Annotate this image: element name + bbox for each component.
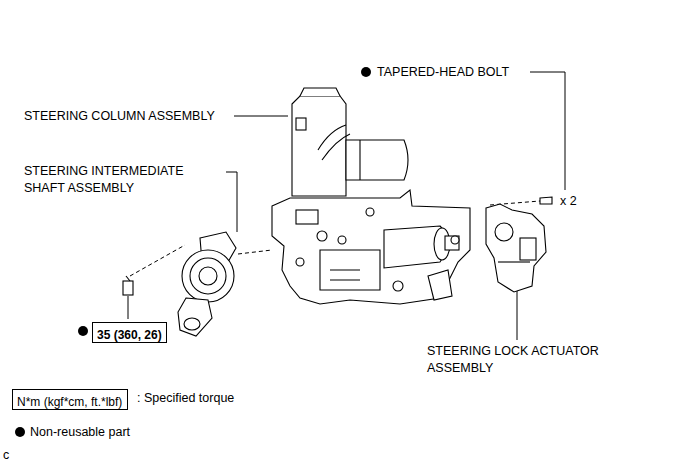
box-text: N*m (kgf*cm, ft.*lbf) <box>17 395 122 410</box>
part-label: STEERING COLUMN ASSEMBLY <box>24 108 215 125</box>
legend-note: : Specified torque <box>137 390 234 407</box>
legend-text: Non-reusable part <box>30 425 130 439</box>
steering-column-figure <box>272 88 470 304</box>
legend-entry: Non-reusable part <box>30 424 130 441</box>
unit-box: N*m (kgf*cm, ft.*lbf) <box>12 389 128 410</box>
legend-dot <box>15 427 25 437</box>
callout-label: TAPERED-HEAD BOLT <box>377 64 509 81</box>
quantity-label: x 2 <box>560 193 577 210</box>
figure-code: c <box>3 447 9 464</box>
box-text: 35 (360, 26) <box>97 328 162 343</box>
torque-box: 35 (360, 26) <box>92 322 167 343</box>
non-reusable-dot <box>361 67 371 77</box>
part-label: STEERING LOCK ACTUATOR ASSEMBLY <box>427 343 632 377</box>
part-label: STEERING INTERMEDIATE SHAFT ASSEMBLY <box>24 163 219 197</box>
non-reusable-dot <box>78 326 88 336</box>
lock-actuator-figure <box>486 197 552 292</box>
intermediate-shaft-figure <box>123 232 236 336</box>
